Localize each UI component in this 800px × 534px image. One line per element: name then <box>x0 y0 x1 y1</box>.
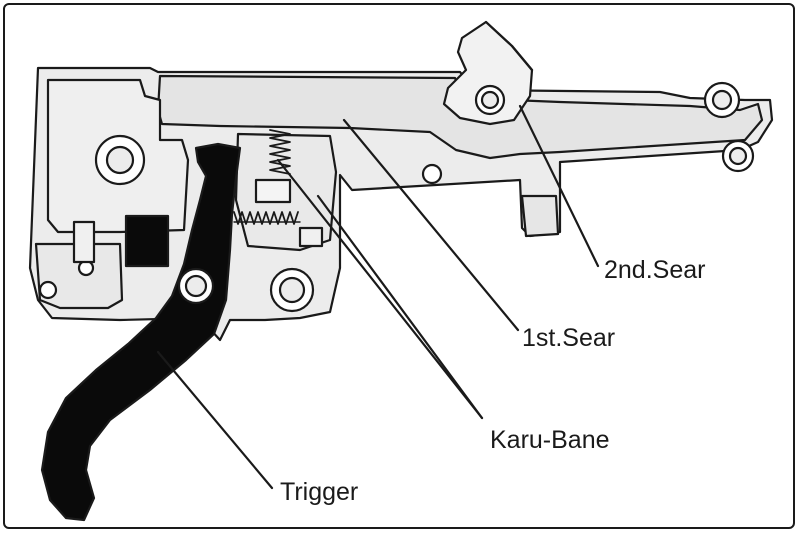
rear-pin-inner <box>105 145 135 175</box>
sear-lug <box>520 194 560 238</box>
leader-trigger <box>156 350 274 490</box>
front-pin-inner <box>711 89 733 111</box>
mid-pin <box>421 163 443 185</box>
housing-pin-inner <box>278 276 306 304</box>
diagram-frame <box>3 3 795 529</box>
sear-pin-inner <box>480 90 500 110</box>
trigger-block <box>124 214 170 268</box>
lower-left-pin <box>38 280 58 300</box>
second-sear-rocker-edge <box>484 20 534 72</box>
trigger-blade <box>40 142 242 522</box>
leader-second-sear <box>518 104 600 268</box>
lower-plate <box>34 242 124 310</box>
side-block-a <box>72 220 96 264</box>
label-second-sear: 2nd.Sear <box>604 256 706 284</box>
leader-spring-a <box>276 158 484 420</box>
label-trigger: Trigger <box>280 478 359 506</box>
label-first-sear: 1st.Sear <box>522 324 616 352</box>
leader-first-sear <box>342 118 520 332</box>
vertical-spring <box>269 129 291 175</box>
side-block-b <box>298 226 324 248</box>
side-block-c <box>254 178 292 204</box>
front-lower-pin-inner <box>728 146 748 166</box>
label-karu-bane: Karu-Bane <box>490 426 610 454</box>
horizontal-spring <box>233 211 299 225</box>
leader-spring-b <box>316 194 484 420</box>
trigger-pivot-inner <box>184 274 208 298</box>
